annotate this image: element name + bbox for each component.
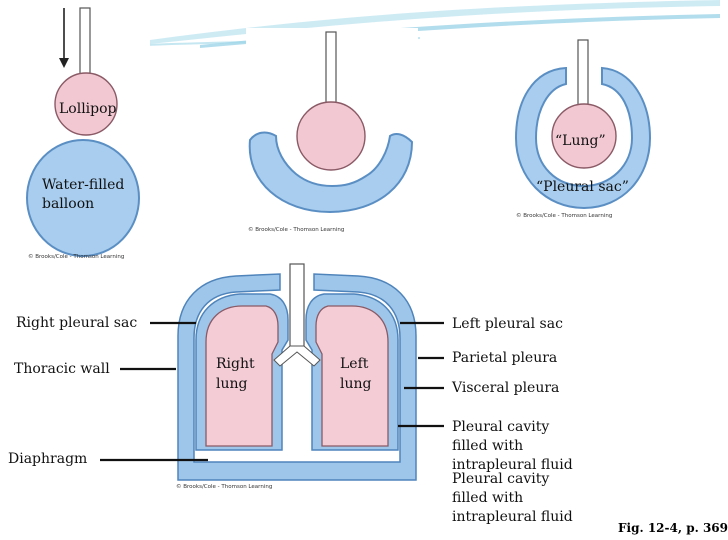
pleural-sac-quote-label: “Pleural sac” [536,179,629,195]
figure-reference: Fig. 12-4, p. 369 [618,521,728,535]
right-lung-label-line1: Right [216,356,255,372]
pleural-cavity-label-2-line3: intrapleural fluid [452,509,573,525]
pleural-cavity-label-2-line2: filled with [452,490,524,506]
thoracic-wall-label: Thoracic wall [14,361,110,377]
pleural-cavity-label-1-line2: filled with [452,438,524,454]
pleural-cavity-label-1-line3: intrapleural fluid [452,457,573,473]
right-lung-label-line2: lung [216,376,248,392]
parietal-pleura-label: Parietal pleura [452,350,558,366]
left-pleural-sac-label: Left pleural sac [452,316,563,332]
credit-lungs: © Brooks/Cole - Thomson Learning [176,484,273,490]
credit-top-left: © Brooks/Cole - Thomson Learning [28,254,125,260]
visceral-pleura-label: Visceral pleura [452,380,560,396]
lollipop-pushing-panel [246,28,418,236]
lung-quote-label: “Lung” [555,133,606,149]
balloon-label-line1: Water-filled [42,177,125,193]
left-lung-label-line1: Left [340,356,369,372]
pleural-cavity-label-1-line1: Pleural cavity [452,419,550,435]
credit-top-center: © Brooks/Cole - Thomson Learning [248,227,345,233]
diaphragm-label: Diaphragm [8,451,88,467]
pleural-cavity-label-2-line1: Pleural cavity [452,471,550,487]
lollipop-label: Lollipop [59,101,117,117]
thoracic-cavity-panel [172,264,420,492]
credit-top-right: © Brooks/Cole - Thomson Learning [516,213,613,219]
right-pleural-sac-label: Right pleural sac [16,315,138,331]
left-lung-label-line2: lung [340,376,372,392]
balloon-label-line2: balloon [42,196,95,212]
lollipop-balloon-panel [26,8,150,262]
